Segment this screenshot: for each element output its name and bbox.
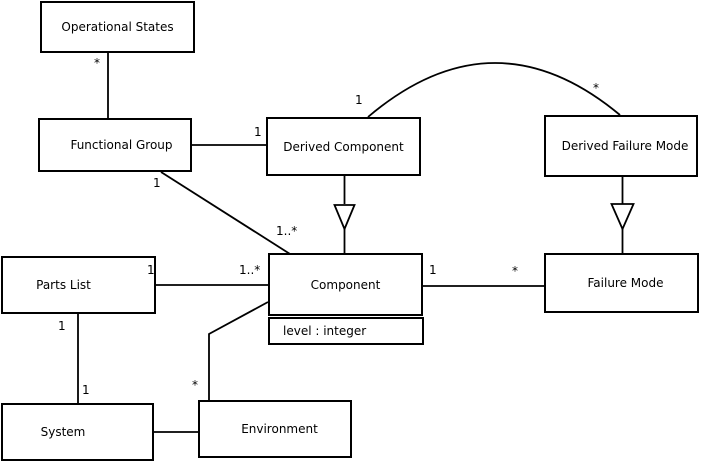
generalization-triangle-icon-failure-mode bbox=[610, 203, 635, 232]
edge-functional-group-component bbox=[160, 171, 291, 255]
node-operational-states: Operational States bbox=[40, 1, 195, 53]
node-system: System bbox=[1, 403, 154, 461]
node-functional-group: Functional Group bbox=[38, 118, 192, 172]
multiplicity-comp-fm-star: * bbox=[512, 264, 518, 278]
multiplicity-fg-comp-many: 1..* bbox=[276, 224, 298, 238]
node-label-environment: Environment bbox=[241, 422, 318, 436]
multiplicity-comp-env-star: * bbox=[192, 378, 198, 392]
node-derived-failure-mode: Derived Failure Mode bbox=[544, 115, 698, 177]
node-environment: Environment bbox=[198, 400, 352, 458]
multiplicity-pl-comp-one: 1 bbox=[147, 263, 155, 277]
attribute-level-integer: level : integer bbox=[283, 324, 367, 338]
node-label-failure-mode: Failure Mode bbox=[587, 276, 664, 290]
node-label-functional-group: Functional Group bbox=[70, 138, 173, 152]
multiplicity-dfm-arc-star: * bbox=[593, 81, 599, 95]
multiplicity-fg-dc-one: 1 bbox=[254, 125, 262, 139]
node-component: Component bbox=[268, 253, 423, 316]
node-parts-list: Parts List bbox=[1, 256, 156, 314]
node-label-system: System bbox=[40, 425, 86, 439]
node-component-attributes: level : integer bbox=[268, 317, 424, 345]
node-derived-component: Derived Component bbox=[266, 117, 421, 176]
multiplicity-pl-sys-one-b: 1 bbox=[82, 383, 90, 397]
edge-component-environment bbox=[208, 301, 269, 400]
node-label-derived-failure-mode: Derived Failure Mode bbox=[561, 139, 689, 153]
node-label-operational-states: Operational States bbox=[61, 20, 174, 34]
multiplicity-os-fg-star: * bbox=[94, 56, 100, 70]
multiplicity-dc-arc-one: 1 bbox=[355, 93, 363, 107]
node-label-derived-component: Derived Component bbox=[283, 139, 404, 154]
node-label-component: Component bbox=[310, 277, 381, 292]
multiplicity-pl-sys-one-a: 1 bbox=[58, 319, 66, 333]
multiplicity-fg-comp-one: 1 bbox=[153, 176, 161, 190]
edge-derived-component-derived-failure-mode-arc bbox=[367, 62, 621, 118]
multiplicity-pl-comp-many: 1..* bbox=[239, 263, 261, 277]
node-label-parts-list: Parts List bbox=[36, 278, 91, 292]
multiplicity-comp-fm-one: 1 bbox=[429, 263, 437, 277]
generalization-triangle-icon-component bbox=[333, 204, 356, 232]
node-failure-mode: Failure Mode bbox=[544, 253, 699, 313]
